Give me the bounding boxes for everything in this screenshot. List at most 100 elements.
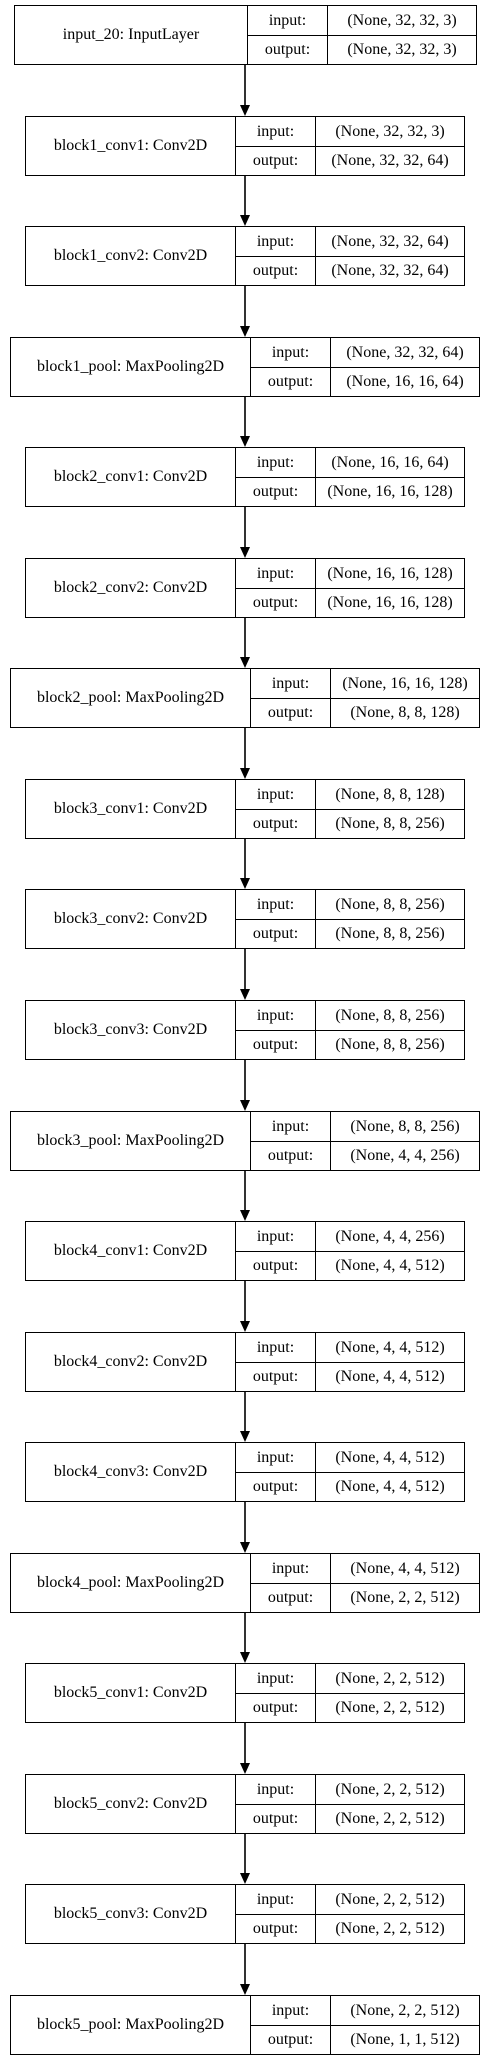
input-label: input: <box>235 447 316 478</box>
arrow-head-icon <box>240 1210 250 1221</box>
output-shape: (None, 4, 4, 512) <box>315 1362 465 1392</box>
arrow-head-icon <box>240 768 250 779</box>
output-shape: (None, 8, 8, 256) <box>315 919 465 949</box>
layer-name: block3_conv3: Conv2D <box>25 1000 236 1060</box>
output-label: output: <box>235 1030 316 1060</box>
input-label: input: <box>235 1000 316 1031</box>
input-shape: (None, 8, 8, 256) <box>315 889 465 920</box>
output-shape: (None, 2, 2, 512) <box>315 1693 465 1723</box>
input-shape: (None, 2, 2, 512) <box>315 1884 465 1915</box>
arrow-head-icon <box>240 1431 250 1442</box>
output-label: output: <box>250 1583 331 1613</box>
layer-name: input_20: InputLayer <box>14 5 248 65</box>
output-shape: (None, 16, 16, 128) <box>315 588 465 618</box>
output-label: output: <box>235 146 316 176</box>
input-label: input: <box>250 1995 331 2026</box>
output-shape: (None, 8, 8, 256) <box>315 1030 465 1060</box>
arrow-head-icon <box>240 1763 250 1774</box>
arrow-head-icon <box>240 1984 250 1995</box>
output-label: output: <box>235 919 316 949</box>
layer-name: block3_conv1: Conv2D <box>25 779 236 839</box>
input-shape: (None, 4, 4, 512) <box>315 1332 465 1363</box>
arrow-head-icon <box>240 1100 250 1111</box>
input-shape: (None, 32, 32, 3) <box>327 5 477 36</box>
arrow-head-icon <box>240 215 250 226</box>
output-label: output: <box>250 698 331 728</box>
input-label: input: <box>247 5 328 36</box>
input-shape: (None, 2, 2, 512) <box>315 1663 465 1694</box>
layer-name: block5_pool: MaxPooling2D <box>10 1995 251 2055</box>
input-shape: (None, 4, 4, 512) <box>330 1553 480 1584</box>
output-shape: (None, 4, 4, 256) <box>330 1141 480 1171</box>
input-shape: (None, 32, 32, 64) <box>315 226 465 257</box>
input-label: input: <box>235 116 316 147</box>
input-label: input: <box>235 1221 316 1252</box>
input-label: input: <box>250 1111 331 1142</box>
output-shape: (None, 2, 2, 512) <box>315 1914 465 1944</box>
input-label: input: <box>250 337 331 368</box>
arrow-head-icon <box>240 547 250 558</box>
input-label: input: <box>235 226 316 257</box>
output-label: output: <box>250 1141 331 1171</box>
output-shape: (None, 16, 16, 128) <box>315 477 465 507</box>
input-label: input: <box>235 1332 316 1363</box>
layer-name: block1_conv2: Conv2D <box>25 226 236 286</box>
output-label: output: <box>250 367 331 397</box>
arrow-head-icon <box>240 989 250 1000</box>
arrow-head-icon <box>240 326 250 337</box>
input-shape: (None, 4, 4, 512) <box>315 1442 465 1473</box>
input-label: input: <box>235 1884 316 1915</box>
input-label: input: <box>235 1442 316 1473</box>
output-label: output: <box>235 1693 316 1723</box>
input-shape: (None, 16, 16, 64) <box>315 447 465 478</box>
layer-name: block5_conv1: Conv2D <box>25 1663 236 1723</box>
input-shape: (None, 16, 16, 128) <box>330 668 480 699</box>
output-shape: (None, 8, 8, 128) <box>330 698 480 728</box>
output-shape: (None, 32, 32, 64) <box>315 146 465 176</box>
layer-name: block4_conv2: Conv2D <box>25 1332 236 1392</box>
output-shape: (None, 4, 4, 512) <box>315 1251 465 1281</box>
output-label: output: <box>235 1251 316 1281</box>
layer-name: block4_conv3: Conv2D <box>25 1442 236 1502</box>
layer-name: block1_conv1: Conv2D <box>25 116 236 176</box>
output-shape: (None, 8, 8, 256) <box>315 809 465 839</box>
input-shape: (None, 16, 16, 128) <box>315 558 465 589</box>
output-label: output: <box>235 1362 316 1392</box>
layer-name: block3_pool: MaxPooling2D <box>10 1111 251 1171</box>
output-label: output: <box>250 2025 331 2055</box>
output-label: output: <box>235 1914 316 1944</box>
arrow-head-icon <box>240 1321 250 1332</box>
input-label: input: <box>235 558 316 589</box>
arrow-head-icon <box>240 105 250 116</box>
arrow-head-icon <box>240 878 250 889</box>
output-shape: (None, 16, 16, 64) <box>330 367 480 397</box>
input-label: input: <box>250 1553 331 1584</box>
layer-name: block4_pool: MaxPooling2D <box>10 1553 251 1613</box>
arrow-head-icon <box>240 1873 250 1884</box>
output-shape: (None, 32, 32, 64) <box>315 256 465 286</box>
layer-name: block4_conv1: Conv2D <box>25 1221 236 1281</box>
input-shape: (None, 8, 8, 256) <box>330 1111 480 1142</box>
layer-name: block2_conv1: Conv2D <box>25 447 236 507</box>
output-label: output: <box>247 35 328 65</box>
output-label: output: <box>235 588 316 618</box>
